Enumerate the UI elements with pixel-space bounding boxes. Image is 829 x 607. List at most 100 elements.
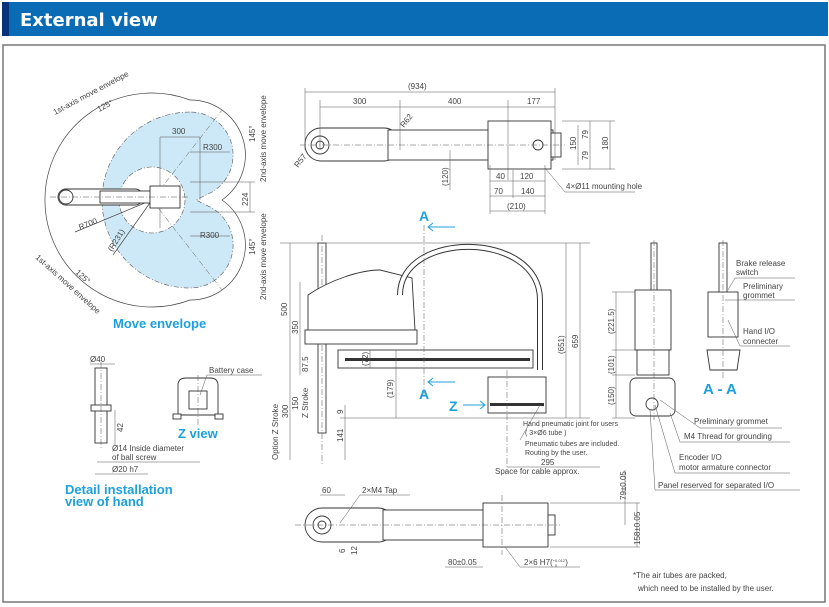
detail-hand-labels: Ø40 42 Ø14 Inside diameter of ball screw… — [65, 355, 184, 509]
dim-140: 140 — [521, 187, 535, 196]
dim-top-150: 150 — [569, 136, 578, 150]
dim-934: (934) — [408, 82, 427, 91]
inside-diameter-label: Ø14 Inside diameter — [112, 444, 184, 453]
side-view-drawing — [280, 225, 600, 470]
dim-40: 40 — [496, 172, 505, 181]
rear-view-labels: (221.5) (101) (150) Preliminary grommet … — [607, 308, 774, 490]
page-title: External view — [20, 10, 158, 31]
detail-title-line2: view of hand — [65, 494, 144, 509]
dim-70: 70 — [494, 187, 503, 196]
callout-panel-io: Panel reserved for separated I/O — [658, 481, 774, 490]
top-view-drawing — [300, 88, 635, 214]
dim-r300-top: R300 — [203, 143, 223, 152]
axis2-angle-top: 145° — [248, 125, 257, 142]
dim-r57: R57 — [292, 152, 308, 170]
z-stroke-label: Z Stroke — [301, 387, 310, 418]
dim-87-5: 87.5 — [301, 356, 310, 372]
battery-case-label: Battery case — [209, 366, 254, 375]
side-view-labels: A A Z 500 350 87.5 300 Option Z Stroke 1… — [271, 208, 619, 476]
callout-motor-connector: motor armature connector — [679, 463, 771, 472]
detail-title-line1: Detail installation — [65, 482, 173, 497]
z-view-drawing — [172, 374, 262, 425]
dim-r300-bottom: R300 — [200, 231, 220, 240]
dim-295: 295 — [541, 458, 555, 467]
dim-9: 9 — [336, 409, 345, 414]
dim-120: 120 — [520, 172, 534, 181]
section-aa-drawing — [706, 240, 795, 380]
move-envelope-title: Move envelope — [113, 316, 206, 331]
axis2-angle-bottom: 145° — [248, 238, 257, 255]
detail-hand-drawing — [90, 362, 200, 475]
dim-79-b: 79 — [581, 151, 590, 160]
section-a-bottom-marker: A — [419, 386, 429, 402]
dim-350: 350 — [291, 320, 300, 334]
section-a-top-marker: A — [419, 208, 429, 224]
dim-r700: R700 — [77, 216, 99, 232]
axis1-angle-bottom: 125° — [74, 268, 92, 286]
hand-io-label: Hand I/O — [743, 327, 775, 336]
preliminary-label: Preliminary — [743, 282, 783, 291]
axis1-label-top: 1st-axis move envelope — [52, 69, 131, 117]
dim-659: 659 — [571, 334, 580, 348]
top-view-labels: (934) 300 400 177 R62 R57 (120) 150 79 7… — [292, 82, 642, 211]
dim-180: 180 — [601, 136, 610, 150]
dim-500: 500 — [280, 302, 289, 316]
dim-120-paren: (120) — [441, 167, 450, 186]
dim-80: 80±0.05 — [448, 558, 477, 567]
axis2-label-bottom: 2nd-axis move envelope — [259, 213, 268, 300]
dim-d20-h7: Ø20 h7 — [112, 465, 139, 474]
grommet-label: grommet — [743, 291, 775, 300]
dim-top-177: 177 — [527, 97, 541, 106]
dim-210: (210) — [507, 202, 526, 211]
m4-tap-label: 2×M4 Tap — [362, 486, 398, 495]
axis1-label-bottom: 1st-axis move envelope — [34, 253, 103, 316]
arrow-icon — [427, 222, 486, 410]
dim-224: 224 — [241, 192, 250, 206]
dim-300: 300 — [172, 127, 186, 136]
ball-screw-label: of ball screw — [112, 453, 157, 462]
dim-6: 6 — [338, 548, 347, 553]
note-routing: Routing by the user. — [525, 450, 587, 457]
footnote-line1: *The air tubes are packed, — [633, 571, 727, 580]
dim-r62: R62 — [398, 112, 414, 130]
header-bar: External view — [2, 2, 828, 36]
dim-158-tol: 158±0.05 — [633, 511, 642, 545]
callout-m4-thread: M4 Thread for grounding — [684, 432, 772, 441]
dim-rear-150: (150) — [607, 386, 616, 405]
connecter-label: connecter — [743, 337, 778, 346]
dim-12: 12 — [350, 546, 359, 555]
dim-101: (101) — [607, 355, 616, 374]
drawing-frame — [2, 44, 826, 603]
dim-60: 60 — [322, 486, 331, 495]
axis2-label-top: 2nd-axis move envelope — [259, 95, 268, 182]
dim-79-a: 79 — [581, 130, 590, 139]
dim-79-tol: 79±0.05 — [619, 471, 628, 500]
rear-view-drawing — [612, 240, 800, 491]
footnote-line2: which need to be installed by the user. — [637, 584, 774, 593]
mounting-hole-label: 4×Ø11 mounting hole — [566, 182, 643, 191]
note-cable-space: Space for cable approx. — [495, 467, 580, 476]
dim-top-400: 400 — [448, 97, 462, 106]
callout-encoder-io: Encoder I/O — [679, 453, 722, 462]
section-aa-title: A - A — [703, 381, 737, 398]
dim-42: 42 — [116, 423, 125, 432]
dim-top-300: 300 — [353, 97, 367, 106]
move-envelope-diagram — [44, 92, 255, 308]
z-view-title: Z view — [178, 426, 219, 441]
section-aa-labels: Brake release switch Preliminary grommet… — [703, 259, 786, 398]
dim-141: 141 — [336, 428, 345, 442]
dim-179: (179) — [386, 379, 395, 398]
brake-release-label: Brake release — [736, 259, 786, 268]
note-tube: ( 3×Ø6 tube ) — [525, 430, 566, 437]
dim-side-150: 150 — [291, 396, 300, 410]
note-tubes-included: Pneumatic tubes are included. — [525, 441, 619, 448]
dim-221-5: (221.5) — [607, 308, 616, 334]
bottom-view-drawing — [295, 470, 640, 568]
z-view-marker: Z — [449, 398, 458, 414]
note-pneumatic-joint: Hand pneumatic joint for users — [523, 421, 618, 428]
callout-preliminary-grommet: Preliminary grommet — [694, 417, 769, 426]
option-z-stroke-label: Option Z Stroke — [271, 403, 280, 460]
